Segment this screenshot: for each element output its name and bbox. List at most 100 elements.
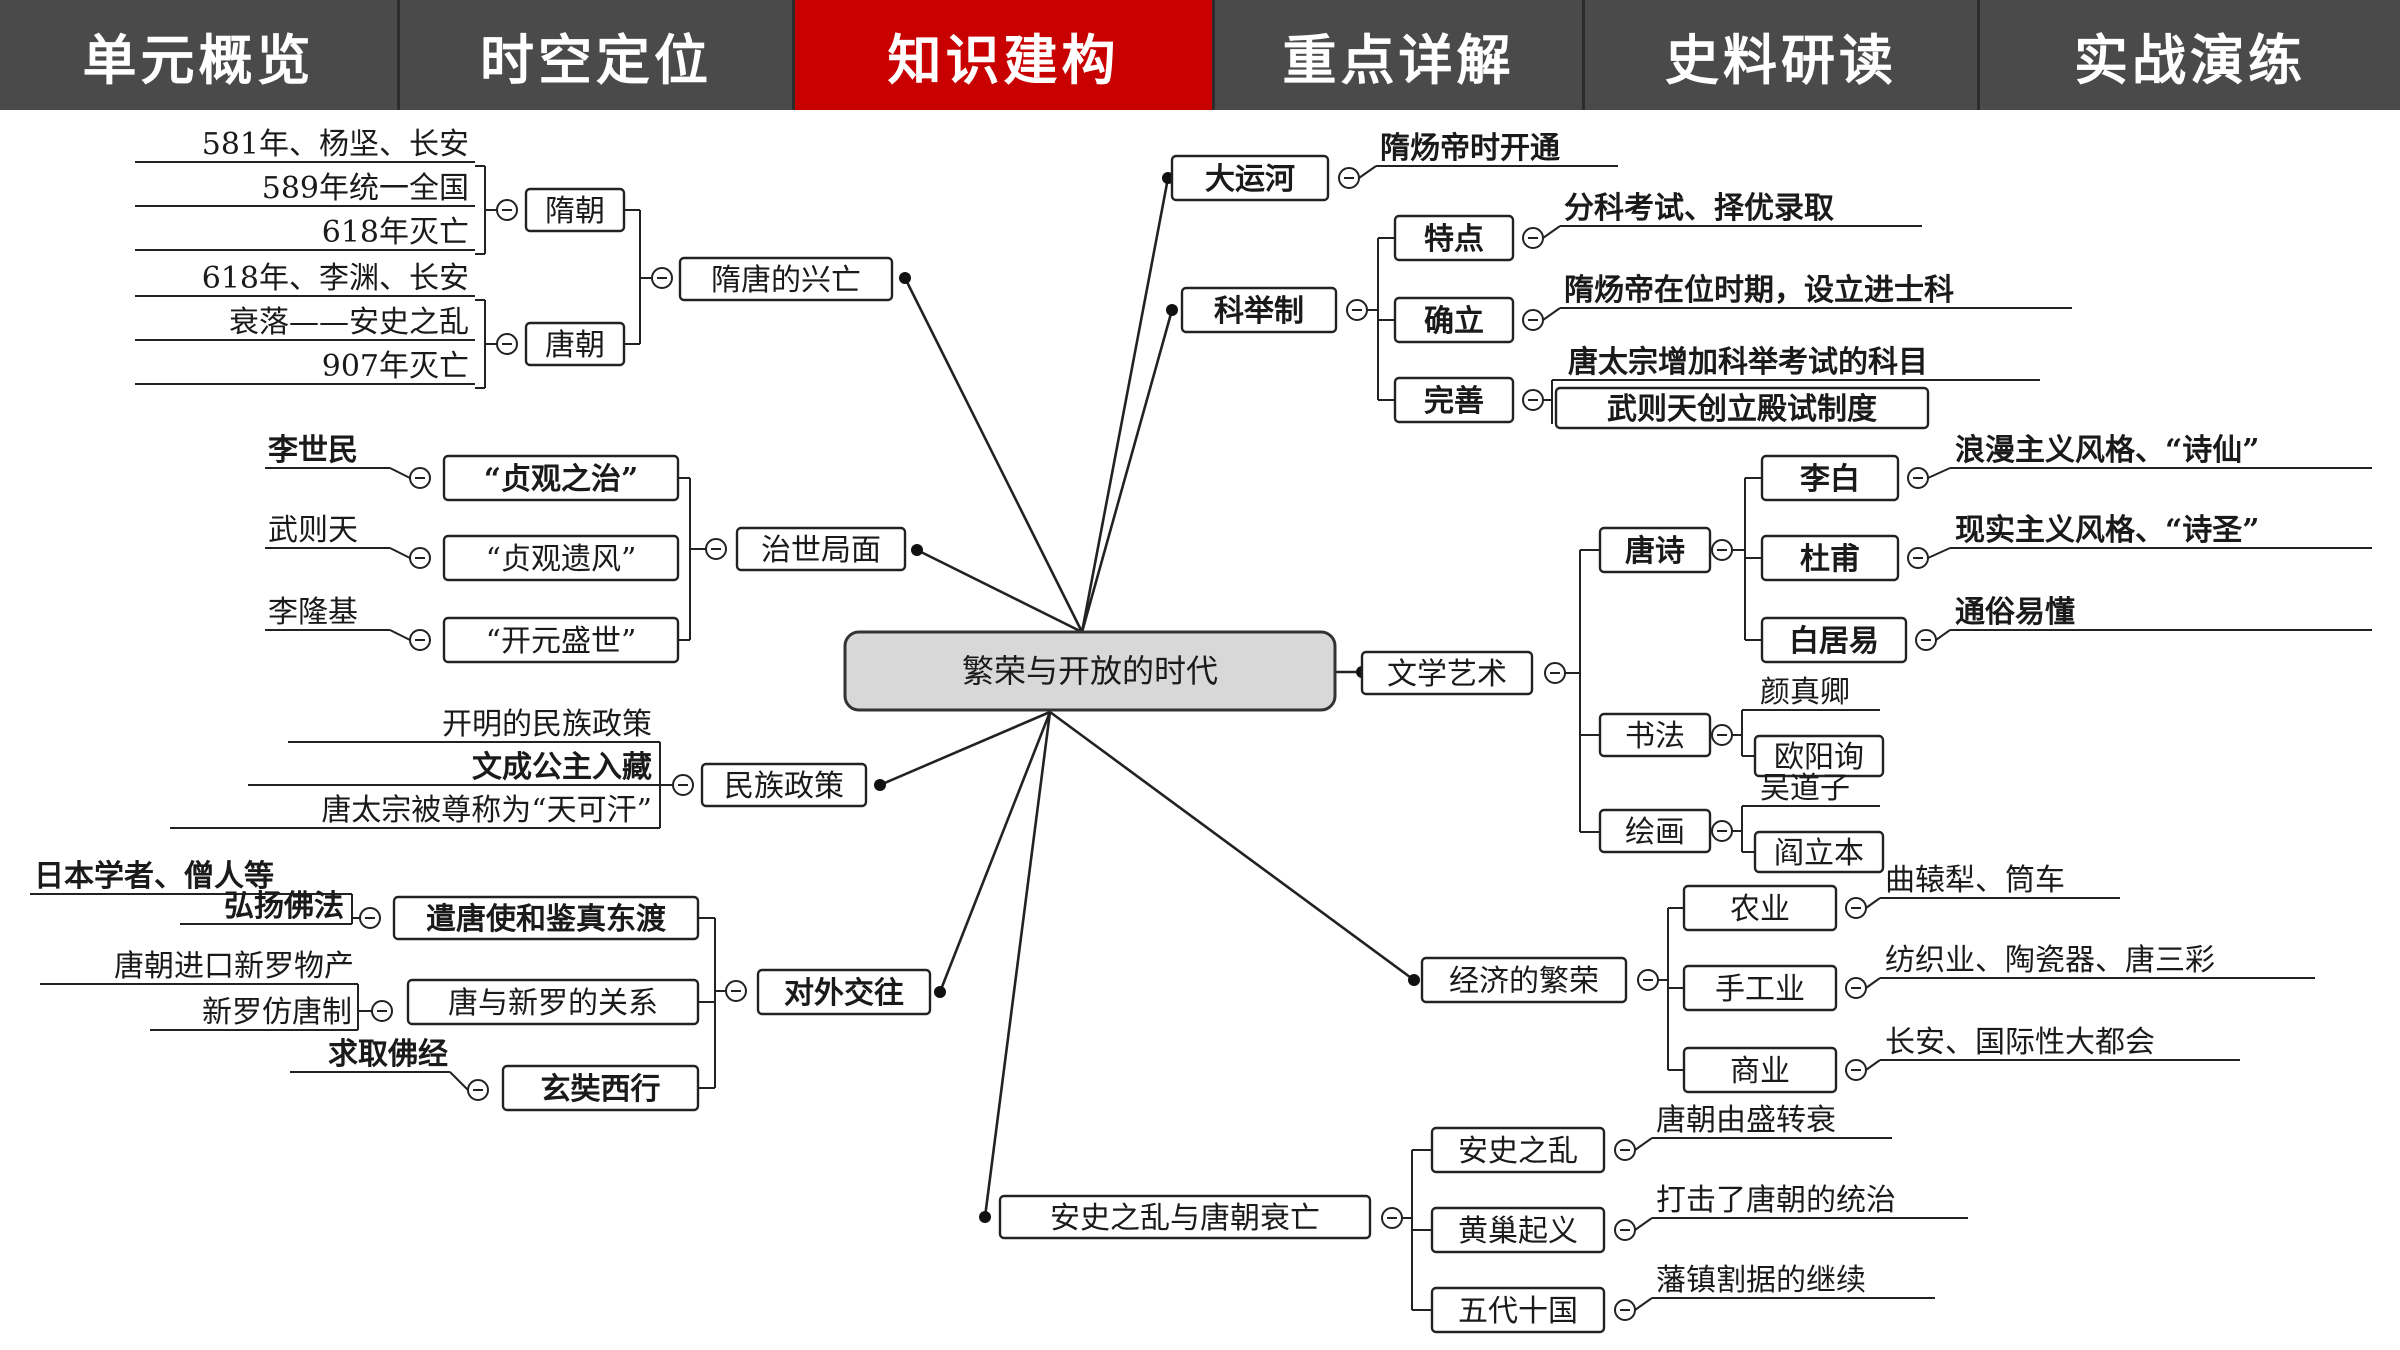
connector-line xyxy=(1049,710,1415,982)
connector-line xyxy=(389,547,411,559)
node-handicraft-label: 手工业 xyxy=(1715,972,1805,1007)
collapse-icon xyxy=(1544,662,1566,684)
node-handicraft-box xyxy=(1682,964,1838,1012)
connector-line xyxy=(1542,307,1561,321)
ethnic-policy-item-3: 唐太宗被尊称为“天可汗” xyxy=(321,793,652,828)
collapse-icon xyxy=(1522,309,1544,331)
poet-2: 杜甫 xyxy=(1760,534,1900,582)
connector-dot xyxy=(874,779,886,791)
connector-line xyxy=(1634,1137,1653,1151)
collapse-icon xyxy=(1338,167,1360,189)
tab-sources[interactable]: 史料研读 xyxy=(1585,0,1980,110)
collapse-icon xyxy=(496,333,518,355)
collapse-icon xyxy=(1711,724,1733,746)
connector-line xyxy=(1935,629,1951,641)
connector-line xyxy=(903,277,1084,633)
node-foreign-relations: 对外交往 xyxy=(756,968,932,1016)
node-economy-label: 经济的繁荣 xyxy=(1449,964,1599,999)
connector-dot xyxy=(934,986,946,998)
collapse-icon xyxy=(371,1000,393,1022)
node-tang-poetry: 唐诗 xyxy=(1598,526,1712,574)
poet-2-label: 杜甫 xyxy=(1800,542,1860,577)
node-sui-tang-rise-fall: 隋唐的兴亡 xyxy=(678,256,894,302)
poet-3-label: 白居易 xyxy=(1789,624,1879,659)
connector-dot xyxy=(1408,974,1420,986)
tang-item-1: 618年、李渊、长安 xyxy=(202,261,469,296)
node-xuanzang: 玄奘西行 xyxy=(501,1064,700,1112)
node-prosperous-reigns-box xyxy=(735,526,907,572)
calligrapher-2-label: 欧阳询 xyxy=(1774,740,1864,775)
node-ethnic-policy: 民族政策 xyxy=(700,762,868,808)
reign-person-1: 李世民 xyxy=(268,433,358,468)
node-anshi-decline: 安史之乱与唐朝衰亡 xyxy=(998,1194,1372,1240)
bracket-line xyxy=(475,299,497,389)
node-agriculture-box xyxy=(1682,884,1838,932)
bracket-line xyxy=(475,165,497,255)
node-anshi-rebellion-label: 安史之乱 xyxy=(1458,1134,1578,1169)
poet-3-box xyxy=(1760,616,1908,664)
node-painting: 绘画 xyxy=(1598,808,1712,854)
node-five-dynasties: 五代十国 xyxy=(1430,1286,1606,1334)
painter-2-label: 阎立本 xyxy=(1774,836,1864,871)
connector-line xyxy=(879,710,1051,787)
node-tang-dynasty-label: 唐朝 xyxy=(545,328,605,363)
node-sui-dynasty: 隋朝 xyxy=(524,187,626,233)
reign-2: “贞观遗风” xyxy=(442,534,680,582)
node-exam-improve: 完善 xyxy=(1393,376,1515,424)
connector-line xyxy=(1080,177,1170,633)
node-tang-dynasty-box xyxy=(524,321,626,367)
poet-1-label: 李白 xyxy=(1800,462,1860,497)
painter-2: 阎立本 xyxy=(1753,830,1885,874)
connector-line xyxy=(1927,467,1951,479)
connector-line xyxy=(1865,1059,1881,1071)
sui-item-3: 618年灭亡 xyxy=(322,215,469,250)
tab-practice[interactable]: 实战演练 xyxy=(2074,28,2306,92)
collapse-icon xyxy=(1614,1139,1636,1161)
node-sui-dynasty-label: 隋朝 xyxy=(545,194,605,229)
node-five-dynasties-box xyxy=(1430,1286,1606,1334)
collapse-icon xyxy=(1711,539,1733,561)
collapse-icon xyxy=(725,980,747,1002)
node-literature-art: 文学艺术 xyxy=(1360,650,1534,696)
node-exam-establish-label: 确立 xyxy=(1424,304,1484,339)
node-imperial-exam-box xyxy=(1180,286,1338,334)
nodes: 繁荣与开放的时代隋唐的兴亡隋朝唐朝581年、杨坚、长安589年统一全国618年灭… xyxy=(34,127,2260,1334)
painter-1: 吴道子 xyxy=(1760,771,1850,806)
bracket-line xyxy=(678,477,706,641)
economy-detail-2: 纺织业、陶瓷器、唐三彩 xyxy=(1885,943,2215,978)
tab-overview[interactable]: 单元概览 xyxy=(0,0,400,110)
node-exam-feature-box xyxy=(1393,214,1515,262)
tab-key-points[interactable]: 重点详解 xyxy=(1215,0,1585,110)
node-sui-tang-rise-fall-label: 隋唐的兴亡 xyxy=(711,263,861,298)
xuanzang-item-1: 求取佛经 xyxy=(328,1037,448,1072)
node-painting-label: 绘画 xyxy=(1625,815,1685,850)
tab-knowledge-structure[interactable]: 知识建构 xyxy=(795,0,1215,110)
reign-3: “开元盛世” xyxy=(442,616,680,664)
connector-line xyxy=(983,711,1052,1218)
collapse-icon xyxy=(1711,820,1733,842)
sui-item-2: 589年统一全国 xyxy=(262,171,469,206)
bracket-line xyxy=(1732,477,1762,641)
collapse-icon xyxy=(1907,547,1929,569)
silla-item-2: 新罗仿唐制 xyxy=(202,995,352,1030)
tang-item-3: 907年灭亡 xyxy=(322,349,469,384)
node-exam-establish: 确立 xyxy=(1393,296,1515,344)
node-literature-art-label: 文学艺术 xyxy=(1387,657,1507,692)
economy-detail-1: 曲辕犁、筒车 xyxy=(1885,863,2065,898)
silla-item-1: 唐朝进口新罗物产 xyxy=(114,949,354,984)
node-anshi-decline-label: 安史之乱与唐朝衰亡 xyxy=(1050,1201,1320,1236)
node-five-dynasties-label: 五代十国 xyxy=(1458,1294,1578,1329)
collapse-icon xyxy=(496,199,518,221)
collapse-icon xyxy=(1614,1299,1636,1321)
calligrapher-2: 欧阳询 xyxy=(1753,734,1885,778)
node-envoys-jianzhen-label: 遣唐使和鉴真东渡 xyxy=(426,902,667,937)
node-sui-tang-rise-fall-box xyxy=(678,256,894,302)
reign-3-box xyxy=(442,616,680,664)
collapse-icon xyxy=(1346,299,1368,321)
exam-improve-detail-2-label: 武则天创立殿试制度 xyxy=(1607,392,1877,427)
painter-2-box xyxy=(1753,830,1885,874)
node-foreign-relations-label: 对外交往 xyxy=(784,976,904,1011)
tab-timeline[interactable]: 时空定位 xyxy=(400,0,795,110)
reign-1-box xyxy=(442,454,680,502)
node-anshi-rebellion-box xyxy=(1430,1126,1606,1174)
